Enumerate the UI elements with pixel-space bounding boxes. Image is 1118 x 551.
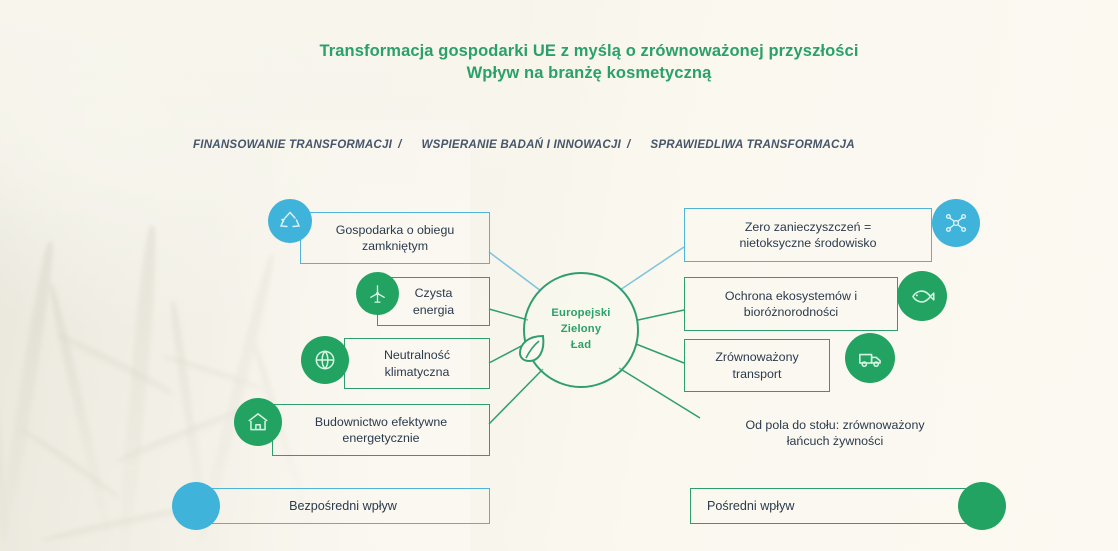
pillar-just-transition: SPRAWIEDLIWA TRANSFORMACJA [650,138,855,151]
core-label: Europejski Zielony Ład [551,307,611,351]
node-label: Zero zanieczyszczeń = nietoksyczne środo… [739,219,877,251]
pillar-financing: FINANSOWANIE TRANSFORMACJI [193,138,393,151]
molecule-icon [932,199,980,247]
node-label: Budownictwo efektywne energetycznie [314,414,448,446]
central-node-european-green-deal[interactable]: Europejski Zielony Ład [523,272,639,388]
truck-icon [845,333,895,383]
node-ecosystem-protection[interactable]: Ochrona ekosystemów i bioróżnorodności [684,277,898,331]
legend-indirect-label: Pośredni wpływ [707,499,795,513]
pillar-research: WSPIERANIE BADAŃ I INNOWACJI [421,138,621,151]
background-top-fade [0,0,520,230]
node-label: Neutralność klimatyczna [383,348,451,379]
node-label: Czysta energia [412,286,455,317]
node-label: Ochrona ekosystemów i bioróżnorodności [724,288,858,320]
legend-indirect-dot [958,482,1006,530]
pillar-separator-1: / [398,138,402,151]
wind-turbine-icon [356,272,399,315]
node-climate-neutrality[interactable]: Neutralność klimatyczna [344,338,490,389]
node-energy-efficient-buildings[interactable]: Budownictwo efektywne energetycznie [272,404,490,456]
house-icon [234,398,282,446]
legend-direct-label: Bezpośredni wpływ [289,499,397,513]
recycle-icon [268,199,312,243]
node-sustainable-transport[interactable]: Zrównoważony transport [684,339,830,392]
node-farm-to-fork[interactable]: Od pola do stołu: zrównoważony łańcuch ż… [690,410,980,456]
node-label: Od pola do stołu: zrównoważony łańcuch ż… [745,417,925,449]
fish-icon [897,271,947,321]
pillar-separator-2: / [626,138,631,151]
node-clean-energy[interactable]: Czysta energia [377,277,490,326]
pillars-strip: FINANSOWANIE TRANSFORMACJI / WSPIERANIE … [193,138,855,151]
legend-indirect-impact[interactable]: Pośredni wpływ [690,488,984,524]
page-title: Transformacja gospodarki UE z myślą o zr… [319,42,859,83]
leaf-icon [518,334,545,363]
node-label: Zrównoważony transport [715,350,799,381]
legend-direct-impact[interactable]: Bezpośredni wpływ [196,488,490,524]
globe-icon [301,336,349,384]
legend-direct-dot [172,482,220,530]
background-fade-overlay [0,120,470,551]
node-circular-economy[interactable]: Gospodarka o obiegu zamkniętym [300,212,490,264]
node-label: Gospodarka o obiegu zamkniętym [335,222,455,254]
node-zero-pollution[interactable]: Zero zanieczyszczeń = nietoksyczne środo… [684,208,932,262]
